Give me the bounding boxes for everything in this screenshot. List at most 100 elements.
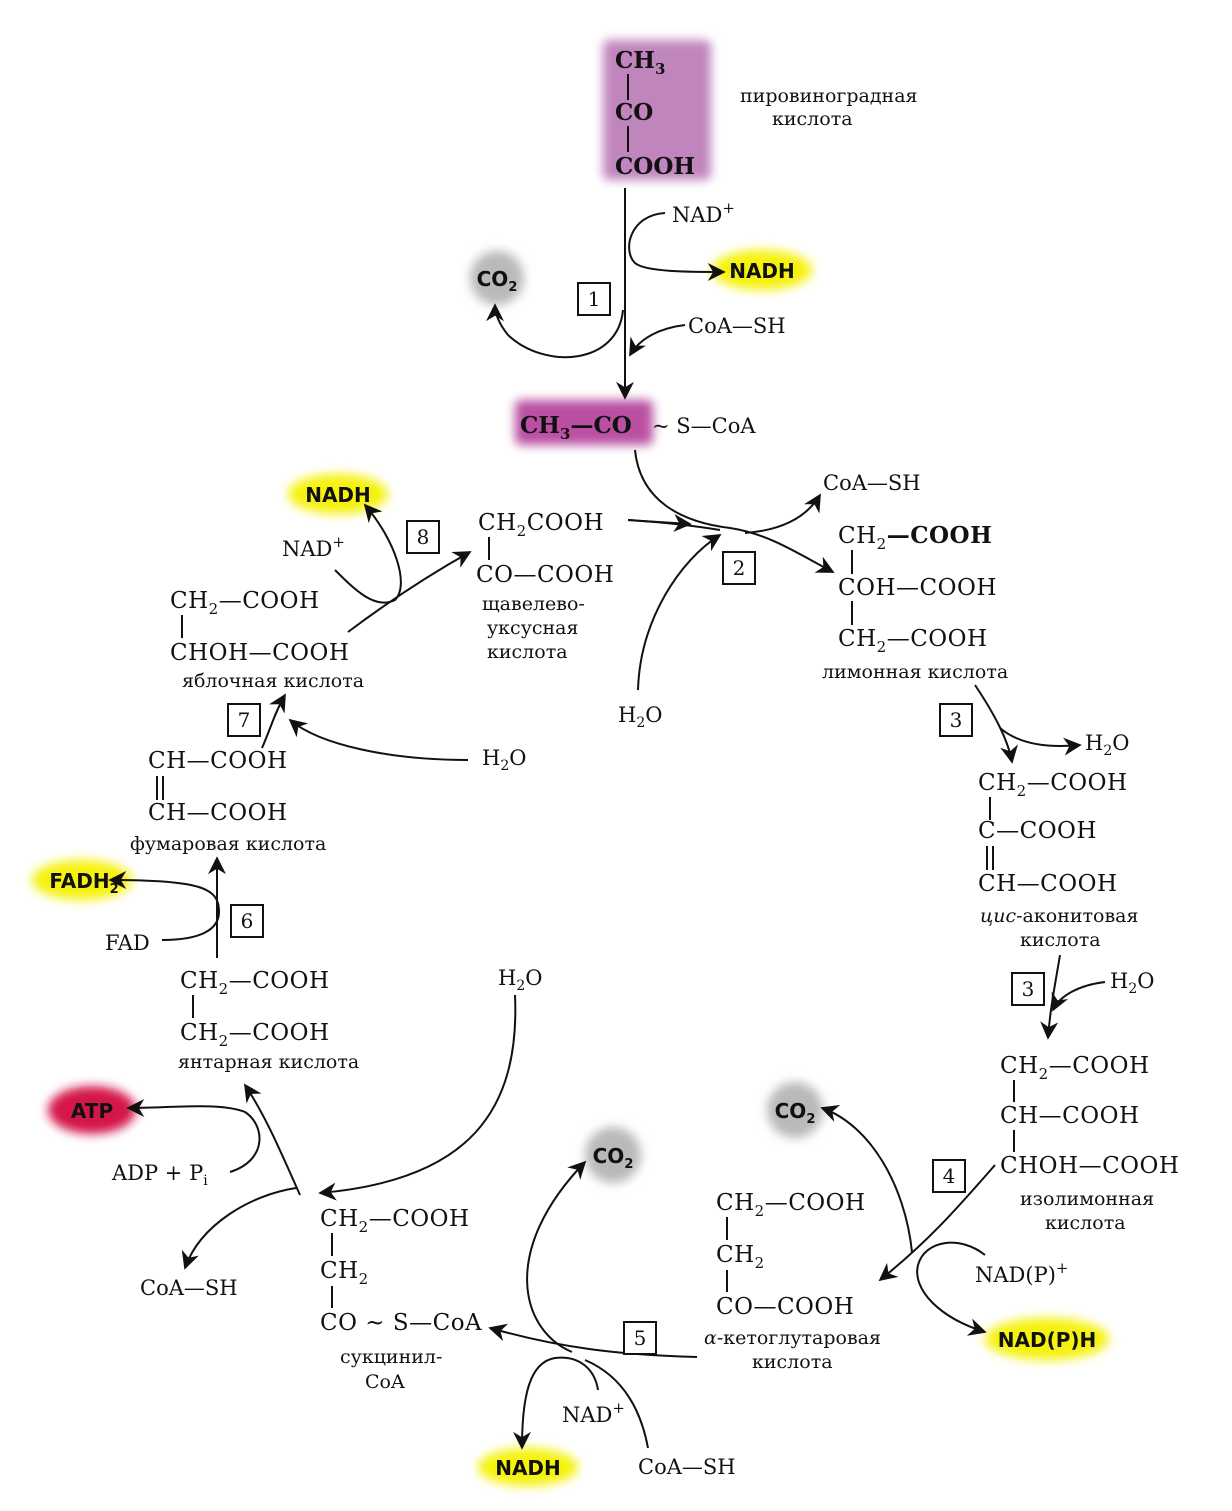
svg-text:CH2—COOH: CH2—COOH: [180, 1020, 330, 1050]
svg-text:CO—COOH: CO—COOH: [716, 1294, 854, 1320]
svg-text:CoA—SH: CoA—SH: [688, 314, 786, 338]
svg-text:кислота: кислота: [487, 641, 568, 663]
step-6: FADH2 FAD 6: [49, 856, 264, 958]
nadh-highlight-5: [478, 1448, 578, 1486]
oxaloacetate: CH2COOH CO—COOH щавелево- уксусная кисло…: [476, 510, 614, 663]
svg-text:CH2COOH: CH2COOH: [478, 510, 604, 540]
step-2: CoA—SH H2O 2: [618, 449, 921, 731]
svg-text:фумаровая кислота: фумаровая кислота: [130, 833, 326, 855]
svg-text:CHOH—COOH: CHOH—COOH: [1000, 1153, 1179, 1179]
svg-text:кислота: кислота: [1020, 929, 1101, 951]
svg-text:2: 2: [733, 556, 746, 580]
svg-text:кислота: кислота: [772, 108, 853, 130]
svg-text:CoA: CoA: [365, 1371, 405, 1393]
succinate: CH2—COOH CH2—COOH янтарная кислота: [178, 968, 359, 1073]
svg-text:CH3—CO: CH3—CO: [520, 412, 632, 443]
svg-text:ADP + Pi: ADP + Pi: [111, 1161, 208, 1189]
svg-text:CO ~ S—CoA: CO ~ S—CoA: [320, 1310, 482, 1336]
svg-text:CH2—COOH: CH2—COOH: [716, 1190, 866, 1220]
isocitrate: CH2—COOH CH—COOH CHOH—COOH изолимонная к…: [1000, 1053, 1179, 1234]
citrate: CH2—COOH COH—COOH CH2—COOH лимонная кисл…: [822, 522, 1008, 683]
step-5: CO2 NAD+ NADH CoA—SH 5: [488, 1144, 736, 1480]
svg-text:H2O: H2O: [498, 966, 542, 994]
svg-text:CoA—SH: CoA—SH: [638, 1455, 736, 1479]
svg-text:CH2: CH2: [716, 1242, 765, 1272]
svg-text:CH—COOH: CH—COOH: [1000, 1103, 1140, 1129]
acetyl-coa-highlight: [515, 400, 653, 445]
svg-text:7: 7: [238, 708, 251, 732]
svg-text:FAD: FAD: [105, 931, 150, 955]
highlights: [32, 40, 1109, 1486]
svg-text:H2O: H2O: [1110, 969, 1154, 997]
svg-text:уксусная: уксусная: [487, 617, 579, 639]
svg-text:COH—COOH: COH—COOH: [838, 575, 997, 601]
step-3b: H2O 3: [1011, 954, 1154, 1040]
step-3a: H2O 3: [939, 684, 1129, 764]
step-8: NADH NAD+ 8: [282, 483, 472, 633]
pyruvate: CH3 CO COOH пировиноградная кислота: [615, 47, 918, 180]
svg-text:α-кетоглутаровая: α-кетоглутаровая: [704, 1327, 881, 1349]
svg-text:CoA—SH: CoA—SH: [823, 471, 921, 495]
nadh-highlight-1: [712, 250, 812, 290]
svg-text:CoA—SH: CoA—SH: [140, 1276, 238, 1300]
svg-text:CH2: CH2: [320, 1258, 369, 1288]
svg-text:сукцинил-: сукцинил-: [340, 1346, 442, 1368]
svg-text:H2O: H2O: [1085, 731, 1129, 759]
co2-label-5: CO2: [593, 1144, 634, 1172]
svg-text:~ S—CoA: ~ S—CoA: [652, 414, 756, 438]
svg-text:H2O: H2O: [482, 746, 526, 774]
svg-text:3: 3: [950, 708, 963, 732]
svg-text:1: 1: [588, 287, 601, 311]
svg-text:5: 5: [634, 1326, 647, 1350]
svg-text:NAD+: NAD+: [672, 199, 735, 227]
svg-text:4: 4: [943, 1164, 956, 1188]
co2-highlight-5: [585, 1127, 641, 1183]
pyruvate-highlight: [603, 40, 711, 180]
svg-text:CH2—COOH: CH2—COOH: [978, 770, 1128, 800]
fadh2-label: FADH2: [49, 869, 118, 897]
svg-text:цис-аконитовая: цис-аконитовая: [980, 905, 1139, 927]
co2-label-4: CO2: [775, 1099, 816, 1127]
co2-highlight-4: [767, 1082, 823, 1138]
citrate-name: лимонная кислота: [822, 661, 1008, 683]
step-4: CO2 NAD(P)+ NAD(P)H 4: [775, 1099, 1097, 1352]
svg-text:NAD+: NAD+: [282, 533, 345, 561]
svg-text:CH3: CH3: [615, 47, 665, 78]
svg-text:H2O: H2O: [618, 703, 662, 731]
step-atp: ATP ADP + Pi CoA—SH H2O: [71, 966, 543, 1300]
svg-text:CH2—COOH: CH2—COOH: [838, 522, 992, 553]
svg-text:C—COOH: C—COOH: [978, 818, 1097, 844]
step-7: H2O 7: [227, 693, 526, 774]
nadh-label-5: NADH: [495, 1456, 561, 1480]
svg-text:щавелево-: щавелево-: [482, 593, 585, 615]
step-1: NAD+ NADH CO2 CoA—SH 1: [477, 188, 795, 400]
svg-text:CH2—COOH: CH2—COOH: [838, 626, 988, 656]
succinyl-coa: CH2—COOH CH2 CO ~ S—CoA сукцинил- CoA: [320, 1206, 482, 1393]
svg-text:CH2—COOH: CH2—COOH: [320, 1206, 470, 1236]
svg-text:CO—COOH: CO—COOH: [476, 562, 614, 588]
svg-text:CHOH—COOH: CHOH—COOH: [170, 640, 349, 666]
nadph-highlight: [985, 1318, 1109, 1360]
svg-text:изолимонная: изолимонная: [1020, 1188, 1154, 1210]
nadh-highlight-8: [288, 474, 388, 514]
malate: CH2—COOH CHOH—COOH яблочная кислота: [170, 588, 364, 692]
svg-text:COOH: COOH: [615, 153, 695, 180]
fadh2-highlight: [32, 860, 132, 900]
svg-text:яблочная кислота: яблочная кислота: [182, 670, 364, 692]
cis-aconitate: CH2—COOH C—COOH CH—COOH цис-аконитовая к…: [978, 770, 1139, 951]
svg-text:CH—COOH: CH—COOH: [148, 748, 288, 774]
nadh-label-8: NADH: [305, 483, 371, 507]
fumarate: CH—COOH CH—COOH фумаровая кислота: [130, 748, 326, 855]
svg-text:CH—COOH: CH—COOH: [148, 800, 288, 826]
nadph-label: NAD(P)H: [998, 1328, 1097, 1352]
svg-text:CH2—COOH: CH2—COOH: [180, 968, 330, 998]
alpha-ketoglutarate: CH2—COOH CH2 CO—COOH α-кетоглутаровая ки…: [704, 1190, 881, 1373]
pyruvate-name: пировиноградная: [740, 85, 918, 107]
svg-text:CH2—COOH: CH2—COOH: [1000, 1053, 1150, 1083]
svg-text:6: 6: [241, 909, 254, 933]
svg-text:NAD+: NAD+: [562, 1399, 625, 1427]
co2-highlight-1: [470, 251, 524, 305]
nadh-label-1: NADH: [729, 259, 795, 283]
acetyl-coa: CH3—CO ~ S—CoA: [520, 412, 756, 443]
